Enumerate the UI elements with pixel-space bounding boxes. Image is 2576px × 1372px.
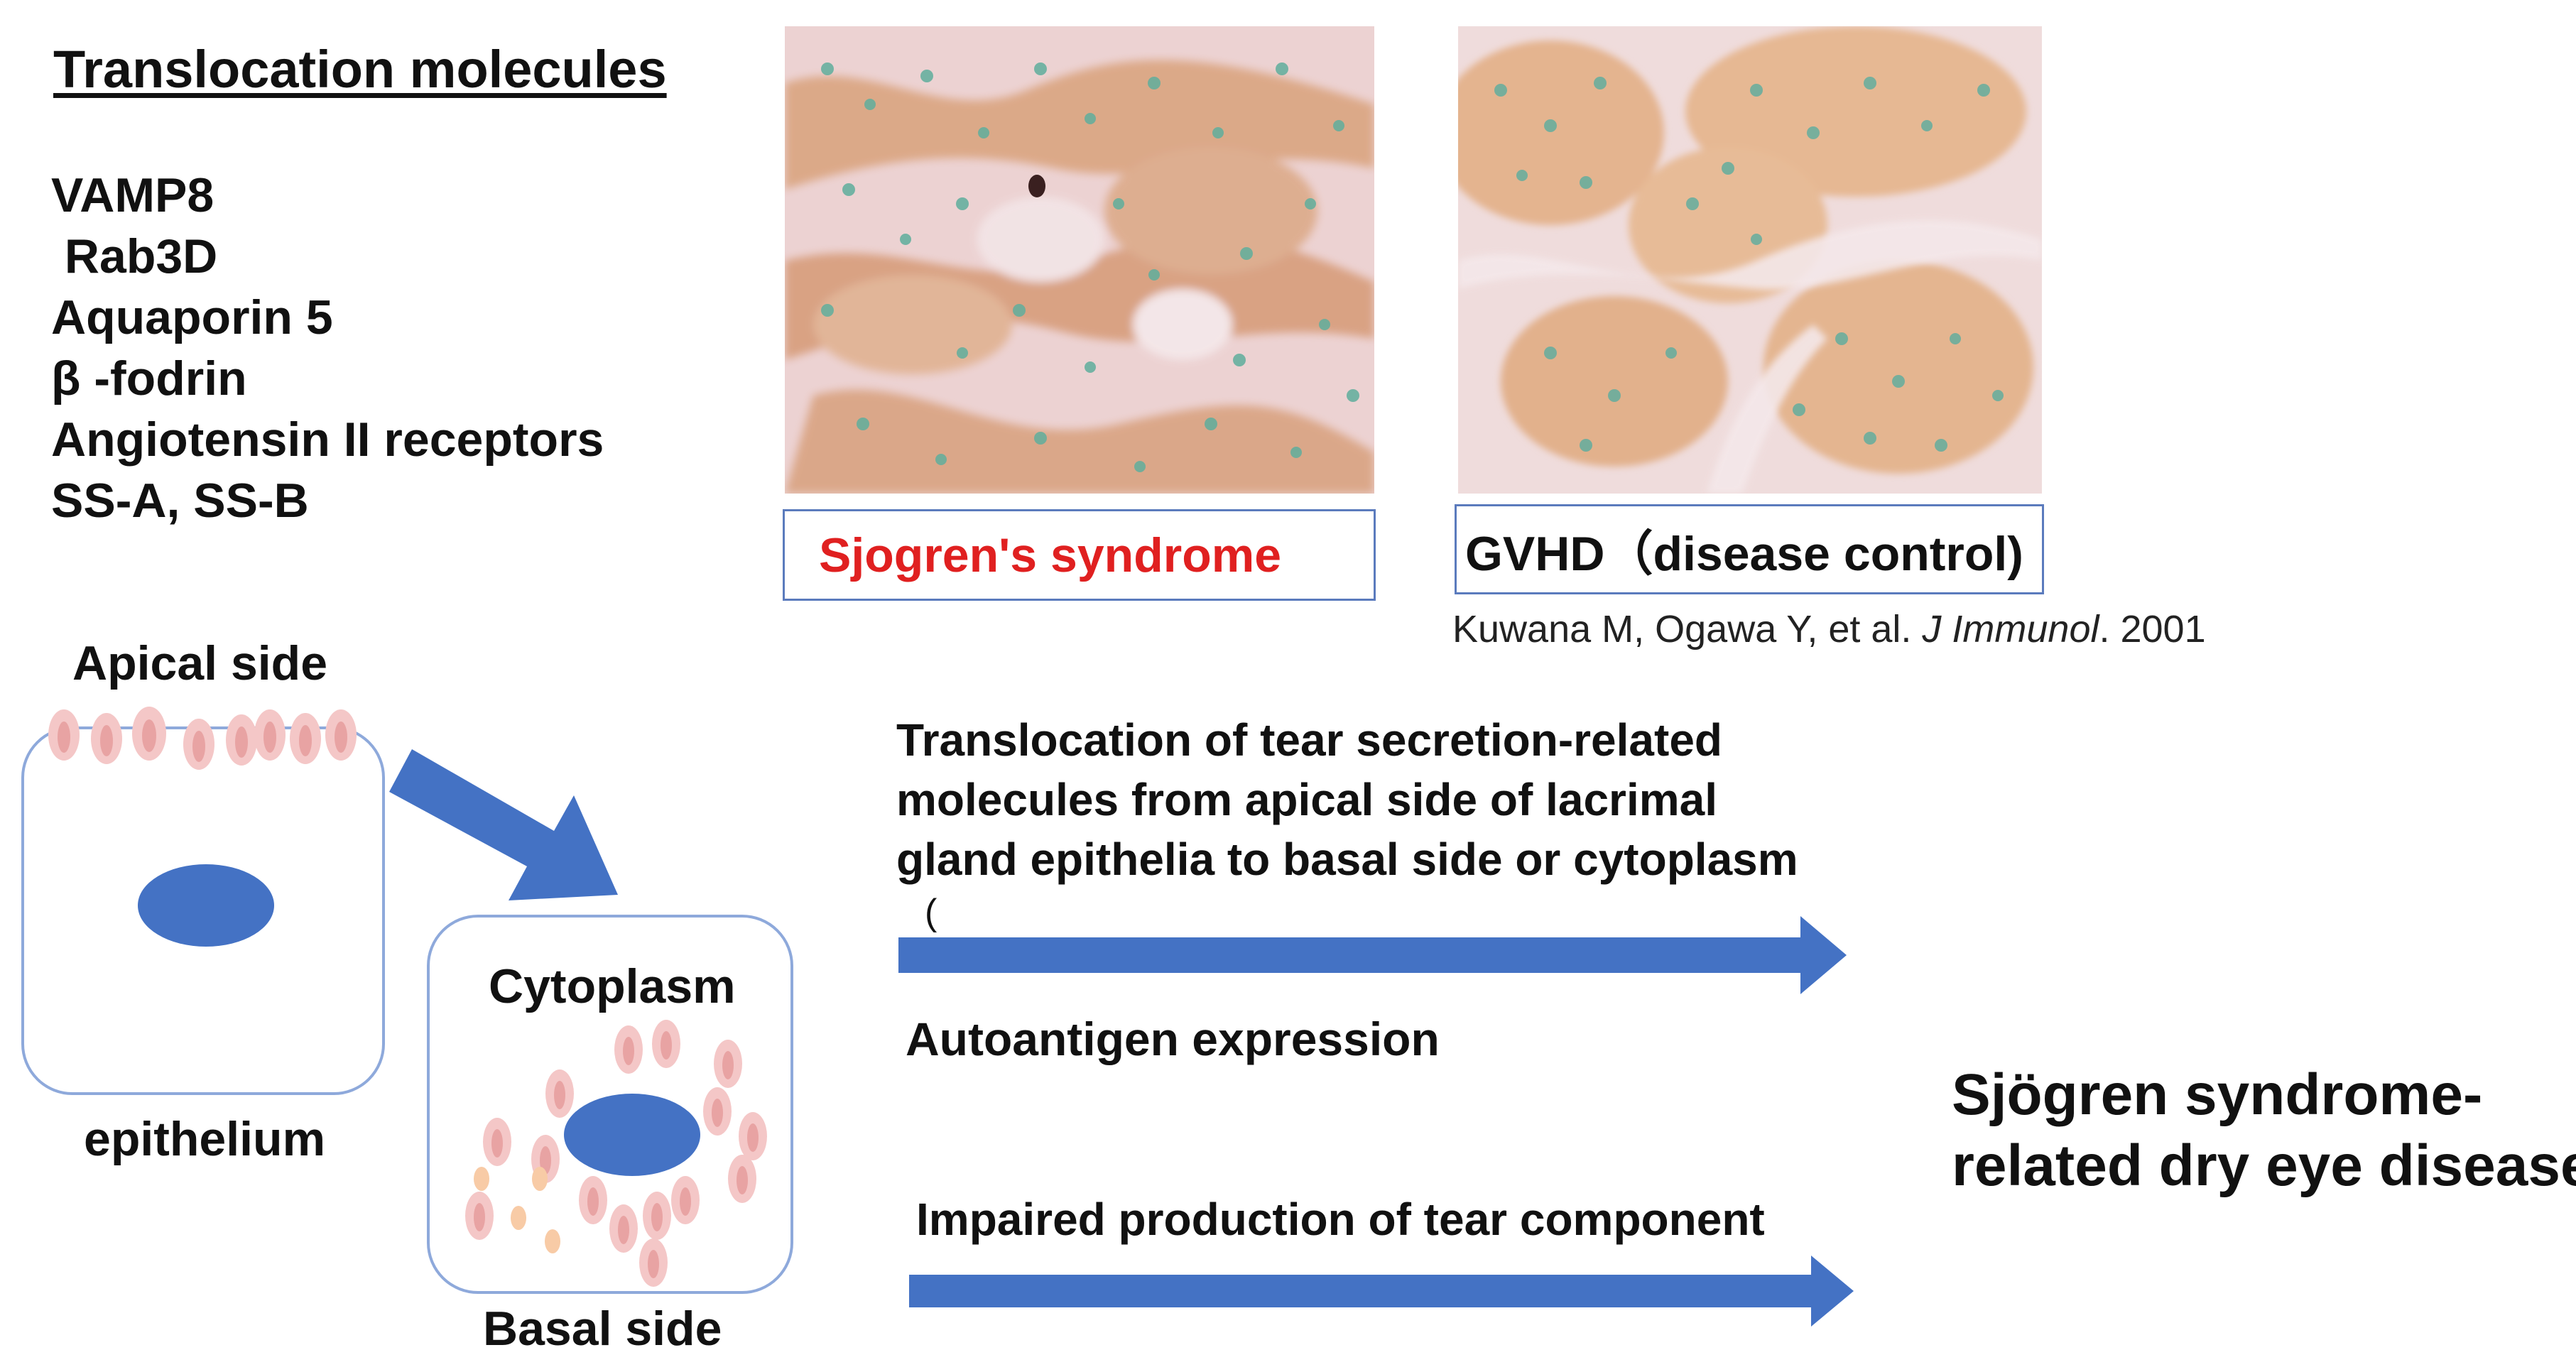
translocation-line: gland epithelia to basal side or cytopla… xyxy=(896,834,1798,885)
apical-side-label: Apical side xyxy=(72,636,328,690)
translocation-description: Translocation of tear secretion-related … xyxy=(896,710,1798,889)
translocation-line: Translocation of tear secretion-related xyxy=(896,714,1722,766)
cytoplasm-granules xyxy=(465,1020,767,1287)
molecule-list: VAMP8 Rab3D Aquaporin 5 β -fodrin Angiot… xyxy=(51,165,604,531)
sjogren-label: Sjogren's syndrome xyxy=(783,509,1376,601)
molecule-item: Aquaporin 5 xyxy=(51,290,333,344)
stray-paren: ( xyxy=(925,892,938,933)
autoantigen-arrow xyxy=(898,916,1847,994)
gvhd-histology-image xyxy=(1458,26,2042,494)
molecule-item: VAMP8 xyxy=(51,168,214,222)
cytoplasm-nucleus xyxy=(564,1094,700,1176)
molecules-title: Translocation molecules xyxy=(53,40,667,99)
apical-granules xyxy=(48,707,357,770)
small-granules xyxy=(474,1167,560,1253)
translocation-line: molecules from apical side of lacrimal xyxy=(896,774,1717,825)
translocation-arrow xyxy=(389,749,618,900)
autoantigen-label: Autoantigen expression xyxy=(906,1013,1440,1065)
sjogren-histology-image xyxy=(785,26,1374,494)
outcome-label: Sjögren syndrome- related dry eye diseas… xyxy=(1952,1060,2576,1202)
molecule-item: SS-A, SS-B xyxy=(51,474,309,528)
molecule-item: β -fodrin xyxy=(51,352,247,405)
epithelium-nucleus xyxy=(138,864,274,947)
outcome-line: related dry eye disease xyxy=(1952,1133,2576,1198)
citation-year: . 2001 xyxy=(2099,608,2206,650)
impaired-production-arrow xyxy=(909,1256,1854,1327)
citation: Kuwana M, Ogawa Y, et al. J Immunol. 200… xyxy=(1452,607,2206,651)
basal-side-label: Basal side xyxy=(483,1302,722,1356)
molecule-item: Angiotensin II receptors xyxy=(51,413,604,467)
impaired-production-label: Impaired production of tear component xyxy=(916,1194,1765,1245)
citation-authors: Kuwana M, Ogawa Y, et al. xyxy=(1452,608,1923,650)
epithelium-label: epithelium xyxy=(84,1112,326,1166)
gvhd-label: GVHD（disease control) xyxy=(1455,504,2044,594)
citation-journal: J Immunol xyxy=(1922,608,2099,650)
cytoplasm-label: Cytoplasm xyxy=(489,959,736,1013)
molecule-item: Rab3D xyxy=(51,229,218,283)
outcome-line: Sjögren syndrome- xyxy=(1952,1062,2483,1127)
